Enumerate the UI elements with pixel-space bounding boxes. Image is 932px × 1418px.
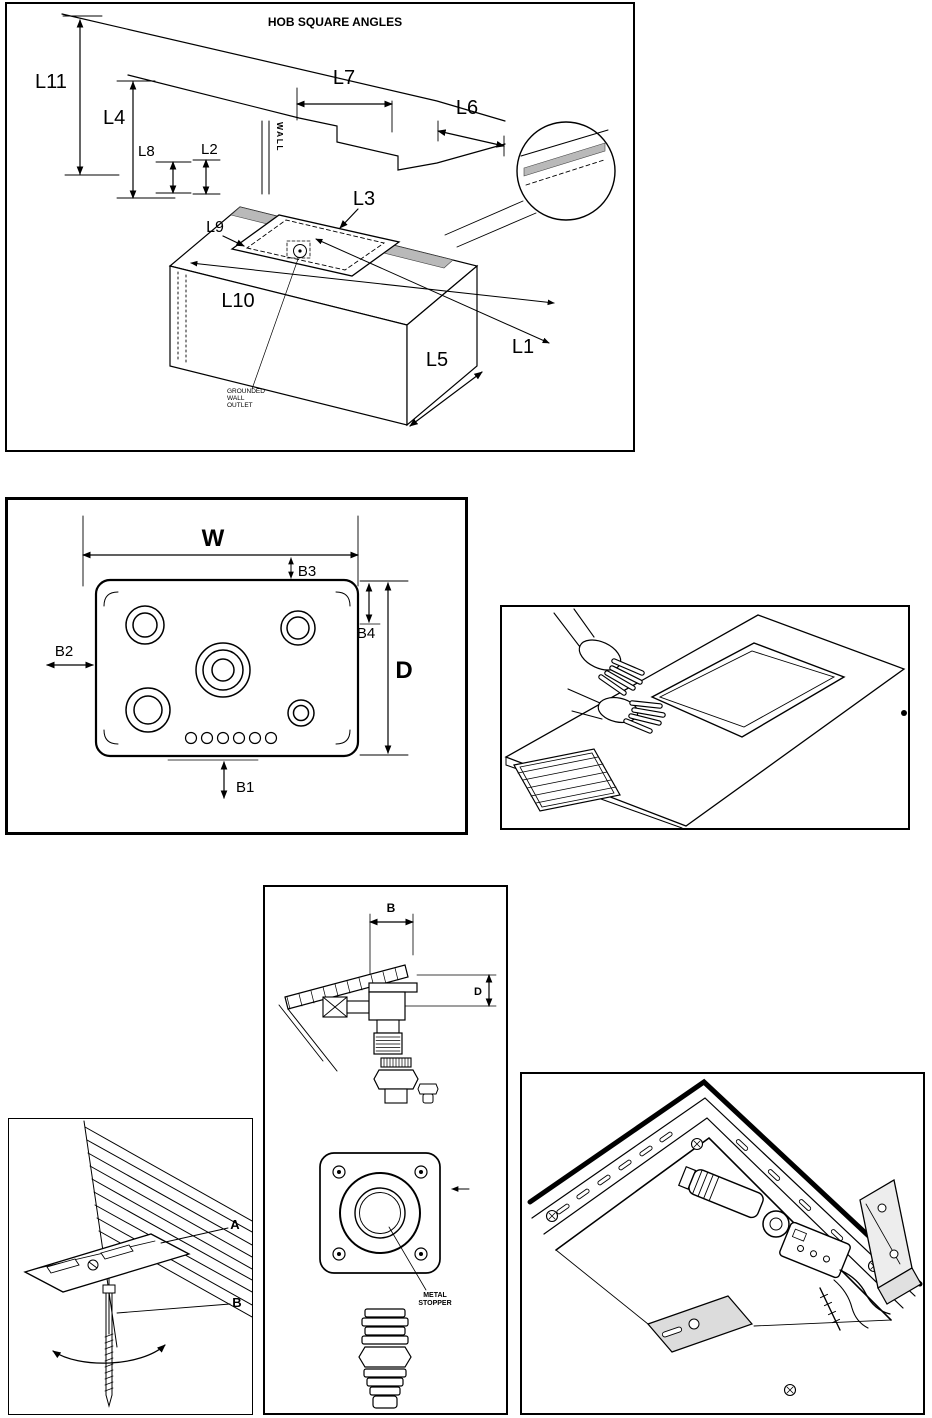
cutout-opening [650, 642, 846, 738]
dimension-b: B [369, 901, 414, 983]
dimension-l5: L5 [409, 349, 483, 427]
dimension-l1: L1 [315, 238, 550, 358]
dim-label-l11: L11 [35, 71, 67, 93]
dim-label-b4: B4 [357, 625, 375, 642]
wall-section: WALL [261, 120, 285, 195]
dimension-b2: B2 [46, 643, 94, 669]
svg-text:A: A [230, 1217, 240, 1232]
vent-slots [556, 1131, 844, 1241]
dim-label-l1: L1 [512, 336, 534, 358]
gas-valve-assembly [677, 1165, 891, 1331]
dimension-l7: L7 [296, 67, 393, 133]
dimension-b1: B1 [167, 759, 259, 799]
dim-label-d: D [395, 657, 412, 684]
fixing-clamp-drawing: A B [23, 1120, 252, 1408]
elbow-fitting [322, 982, 418, 1055]
dim-label-b: B [387, 901, 396, 915]
label-a: A [160, 1217, 240, 1244]
dimension-w: W [82, 515, 359, 587]
dim-label-b2: B2 [55, 643, 73, 660]
control-knobs [184, 731, 278, 745]
hands-illustration [553, 608, 666, 734]
dimension-l9: L9 [206, 219, 245, 247]
dim-label-l2: L2 [201, 141, 218, 158]
hob-edge-section [278, 964, 409, 1072]
stopper-flange [319, 1152, 470, 1274]
dimension-d: D [359, 580, 413, 756]
dim-label-d: D [474, 986, 482, 998]
figure-fixing-clamp: A B [8, 1118, 253, 1415]
hob-outline [94, 578, 360, 758]
union-fittings [373, 1057, 439, 1104]
dim-label-b3: B3 [298, 563, 316, 580]
hob-square-angles-drawing: HOB SQUARE ANGLES L11 L4 [35, 13, 616, 427]
dim-label-l8: L8 [138, 143, 155, 160]
mounting-bracket-bottom [646, 1295, 754, 1353]
burners [125, 605, 316, 733]
svg-text:WALL: WALL [227, 395, 245, 402]
vent-grille [513, 748, 621, 812]
rotation-arrow [52, 1344, 166, 1364]
edge-knob-dot [901, 710, 907, 716]
dimension-d: D [404, 974, 497, 1007]
dimension-l8: L8 [138, 143, 192, 194]
terminal-screw [819, 1287, 841, 1331]
fixing-screw [52, 1284, 166, 1408]
counter-edge-section [83, 1120, 252, 1348]
figure-gas-connection: B [263, 885, 508, 1415]
dimension-l3: L3 [339, 188, 375, 229]
gas-connection-drawing: B [278, 901, 497, 1409]
svg-text:B: B [232, 1295, 241, 1310]
wall-profile [61, 13, 506, 171]
svg-text:METAL: METAL [423, 1292, 447, 1299]
figure-underside-valve [520, 1072, 925, 1415]
dim-label-b1: B1 [236, 779, 254, 796]
dimension-b3: B3 [288, 557, 316, 580]
figure-installation-hands [500, 605, 910, 830]
dim-label-l7: L7 [333, 67, 355, 89]
dim-label-l4: L4 [103, 107, 125, 129]
dimension-l4: L4 [103, 80, 176, 199]
dimension-b4: B4 [357, 583, 381, 642]
mounting-bracket-right [859, 1178, 922, 1305]
dim-label-l10: L10 [221, 290, 254, 312]
label-b: B [116, 1295, 242, 1314]
hob-top-view-drawing: W B3 B2 B4 D [46, 515, 413, 799]
dim-label-l9: L9 [206, 219, 224, 236]
metal-stopper-label: METAL STOPPER [388, 1226, 452, 1307]
wall-label: WALL [275, 122, 285, 152]
figure-hob-dimensions: W B3 B2 B4 D [5, 497, 468, 835]
countertop-cutout-drawing [504, 608, 907, 828]
underside-valve-drawing [527, 1078, 923, 1397]
svg-text:OUTLET: OUTLET [227, 402, 253, 409]
clamp-plate [23, 1233, 191, 1293]
svg-text:GROUNDED: GROUNDED [227, 388, 265, 395]
dim-label-w: W [202, 525, 225, 552]
svg-text:STOPPER: STOPPER [418, 1300, 451, 1307]
dim-label-l5: L5 [426, 349, 448, 371]
hose-connector [358, 1308, 412, 1409]
dim-label-l6: L6 [456, 97, 478, 119]
dimension-l2: L2 [192, 141, 221, 195]
magnifier-detail [444, 121, 616, 248]
figure-hob-square-angles: HOB SQUARE ANGLES L11 L4 [5, 2, 635, 452]
counter-box [168, 206, 479, 427]
dimension-l11: L11 [35, 15, 120, 176]
grounded-wall-outlet-label: GROUNDED WALL OUTLET [227, 258, 299, 409]
dimension-l6: L6 [437, 97, 505, 157]
figure-title: HOB SQUARE ANGLES [268, 15, 402, 29]
dim-label-l3: L3 [353, 188, 375, 210]
